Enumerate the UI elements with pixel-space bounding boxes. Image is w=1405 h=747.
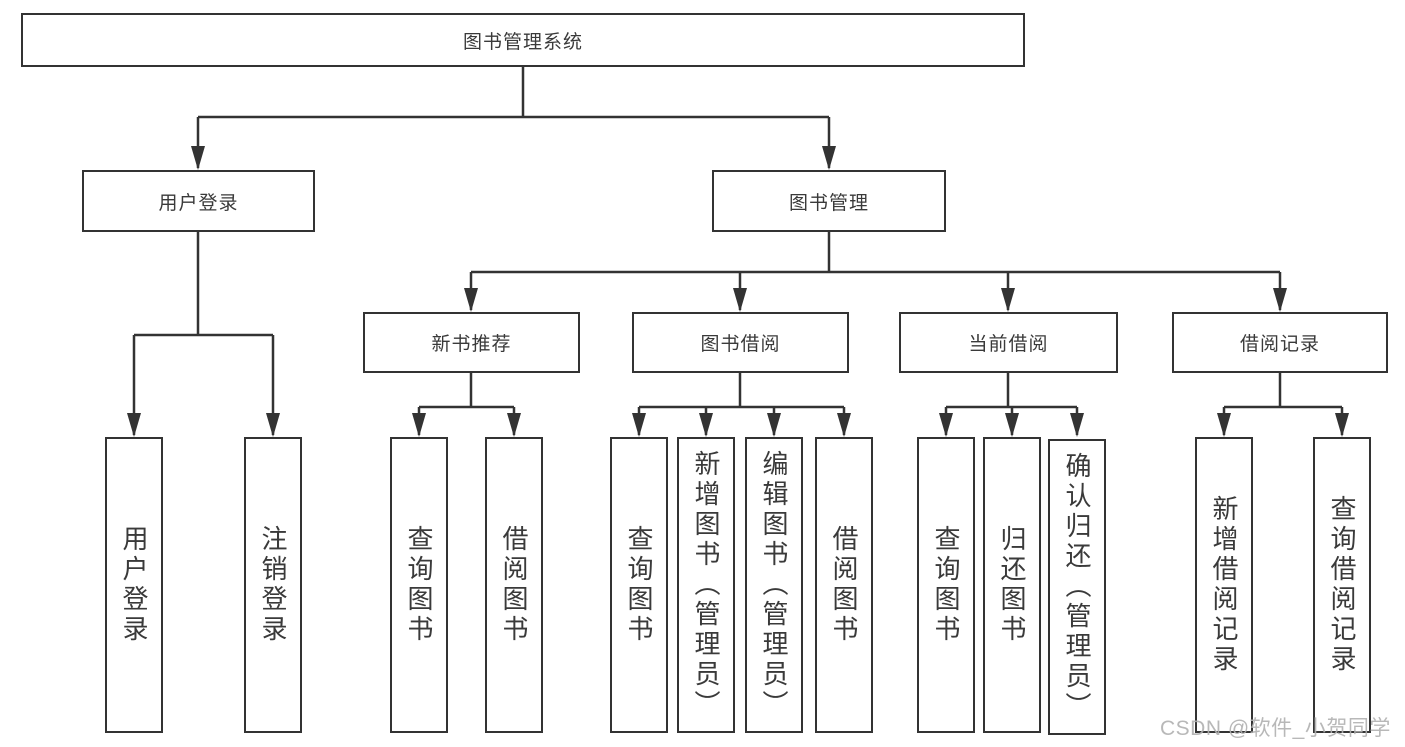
node-book-borrow: 图书借阅 [632, 312, 849, 373]
leaf-query-books-recommend: 查询图书 [390, 437, 448, 733]
node-label: 查询图书 [624, 525, 654, 645]
node-label: 当前借阅 [968, 334, 1049, 355]
node-label: 图书管理系统 [462, 31, 583, 53]
node-label: 新增图书（管理员） [691, 450, 721, 720]
node-label: 归还图书 [997, 525, 1027, 645]
node-current-borrow: 当前借阅 [899, 312, 1118, 373]
leaf-query-books-borrow: 查询图书 [610, 437, 668, 733]
node-label: 借阅图书 [829, 525, 859, 645]
watermark: CSDN @软件_小贺同学 [1160, 717, 1391, 740]
node-label: 借阅记录 [1239, 334, 1320, 355]
node-label: 用户登录 [158, 192, 239, 214]
leaf-edit-books-admin: 编辑图书（管理员） [745, 437, 803, 733]
node-label: 图书管理 [788, 192, 869, 214]
node-label: 确认归还（管理员） [1062, 452, 1092, 722]
leaf-add-borrow-record: 新增借阅记录 [1195, 437, 1253, 733]
leaf-query-books-current: 查询图书 [917, 437, 975, 733]
leaf-borrow-books-borrow: 借阅图书 [815, 437, 873, 733]
node-label: 新增借阅记录 [1209, 495, 1239, 675]
node-new-book-recommend: 新书推荐 [363, 312, 580, 373]
branch-new-book [417, 373, 516, 435]
node-label: 借阅图书 [499, 525, 529, 645]
node-label: 查询图书 [931, 525, 961, 645]
leaf-user-login: 用户登录 [105, 437, 163, 733]
node-label: 编辑图书（管理员） [759, 450, 789, 720]
node-label: 新书推荐 [431, 334, 512, 355]
node-label: 图书借阅 [700, 334, 781, 355]
leaf-borrow-books-recommend: 借阅图书 [485, 437, 543, 733]
node-borrow-records: 借阅记录 [1172, 312, 1388, 373]
branch-borrow-records [1222, 373, 1344, 435]
branch-user-login [132, 232, 275, 435]
branch-book-management [469, 232, 1282, 310]
node-book-management: 图书管理 [712, 170, 946, 232]
node-label: 用户登录 [119, 525, 149, 645]
node-root: 图书管理系统 [21, 13, 1025, 67]
leaf-return-books: 归还图书 [983, 437, 1041, 733]
node-label: 查询借阅记录 [1327, 495, 1357, 675]
node-label: 注销登录 [258, 525, 288, 645]
leaf-confirm-return-admin: 确认归还（管理员） [1048, 439, 1106, 735]
leaf-query-borrow-record: 查询借阅记录 [1313, 437, 1371, 733]
branch-root [196, 67, 831, 168]
branch-book-borrow [637, 373, 846, 435]
node-user-login: 用户登录 [82, 170, 315, 232]
node-label: 查询图书 [404, 525, 434, 645]
leaf-add-books-admin: 新增图书（管理员） [677, 437, 735, 733]
leaf-logout-login: 注销登录 [244, 437, 302, 733]
